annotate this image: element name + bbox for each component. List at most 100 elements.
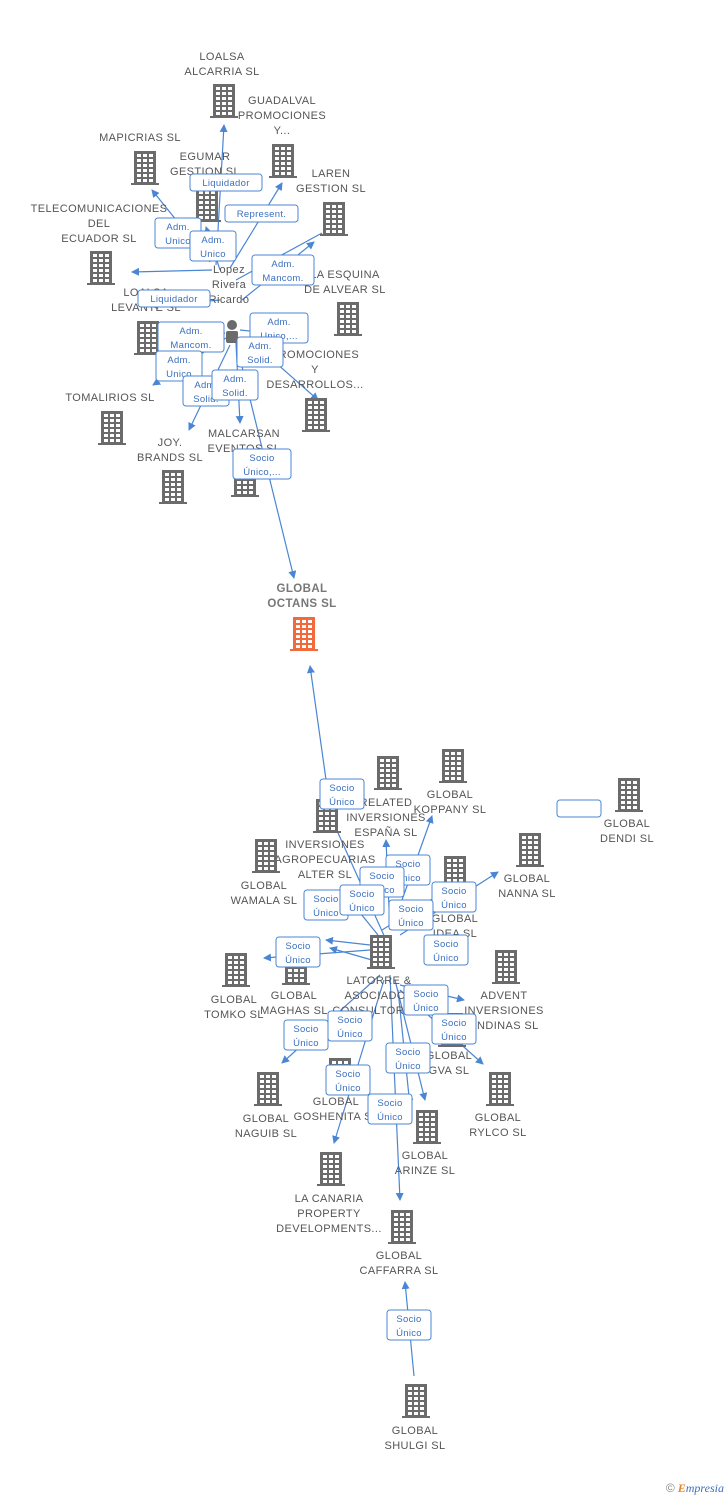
edge-label-text: Adm. (271, 259, 294, 270)
building-icon (134, 321, 162, 355)
edge-label-text: Único (329, 797, 355, 808)
node-label-line: GESTION SL (296, 183, 366, 195)
node-label-line: KOPPANY SL (414, 804, 487, 816)
edge-label-text: Socio (395, 859, 420, 870)
empresia-logo[interactable]: ©Empresia (665, 1481, 724, 1495)
edge-label-4[interactable]: Adm. Mancom. (251, 254, 315, 286)
edge-label-text: Adm. (194, 380, 217, 391)
building-icon (402, 1384, 430, 1418)
node-lacanaria[interactable]: LA CANARIAPROPERTYDEVELOPMENTS... (276, 1152, 382, 1235)
node-dendi[interactable]: GLOBAL DENDI SL (600, 778, 654, 845)
node-label-line: DENDI SL (600, 833, 654, 845)
node-label-line: AGROPECUARIAS (274, 854, 375, 866)
edge-label-6[interactable]: Adm.Mancom. (157, 321, 225, 353)
building-icon (252, 839, 280, 873)
edge-5 (131, 267, 213, 276)
edge-label-12[interactable]: SocioÚnico,... (232, 448, 292, 480)
edge-26 (332, 979, 385, 1144)
edge-label-8[interactable]: Adm.Solid. (236, 336, 284, 368)
edge-label-11[interactable]: Adm.Solid. (211, 369, 259, 401)
node-label-line: GLOBAL (241, 880, 287, 892)
edge-label-1[interactable]: Represent. (224, 204, 299, 223)
edge-27 (389, 974, 404, 1201)
node-tomalirios[interactable]: TOMALIRIOS SL (65, 392, 154, 445)
edge-label-text: Liquidador (202, 178, 249, 189)
node-label-line: TOMALIRIOS SL (65, 392, 154, 404)
edge-label-text: Socio (441, 1018, 466, 1029)
edge-24 (329, 946, 373, 961)
edge-label-5[interactable]: Liquidador (137, 289, 211, 308)
edge-label-3[interactable]: Adm.Unico (189, 230, 237, 262)
node-tomko[interactable]: GLOBAL TOMKO SL (204, 953, 264, 1021)
node-label-line: LA ESQUINA (310, 269, 380, 281)
building-icon (317, 1152, 345, 1186)
node-label-line: RELATED (360, 797, 413, 809)
edge-label-text: Mancom. (262, 273, 303, 284)
node-label-line: GLOBAL (211, 994, 257, 1006)
node-label-line: TOMKO SL (204, 1009, 264, 1021)
edge-label-0[interactable]: Liquidador (189, 173, 263, 192)
node-promociones[interactable]: PROMOCIONESYDESARROLLOS... (266, 349, 363, 432)
node-guadalval[interactable]: GUADALVALPROMOCIONESY... (238, 95, 326, 178)
edge-22 (325, 936, 371, 946)
node-label-line: LA CANARIA (295, 1193, 364, 1205)
node-label-line: DEL (88, 218, 111, 230)
building-icon (374, 756, 402, 790)
node-label-line: ANDINAS SL (469, 1020, 538, 1032)
person-icon (226, 320, 238, 343)
edge-label-text: Adm. (167, 355, 190, 366)
edge-label-text: Único (441, 900, 467, 911)
node-label-line: GLOBAL (271, 990, 317, 1002)
node-label-line: GLOBAL (402, 1150, 448, 1162)
building-icon (254, 1072, 282, 1106)
node-label-line: GLOBAL (604, 818, 650, 830)
edge-label-text: Socio (293, 1024, 318, 1035)
edge-label-text: Socio (413, 989, 438, 1000)
node-label-line: EGUMAR (180, 151, 231, 163)
edge-label-9[interactable]: Adm.Unico (155, 350, 203, 382)
node-label-line: GLOBAL (475, 1112, 521, 1124)
edge-3 (229, 182, 283, 269)
node-mapicrias[interactable]: MAPICRIAS SL (99, 132, 181, 185)
building-icon (486, 1072, 514, 1106)
edge-label-30[interactable] (556, 799, 602, 818)
node-joy[interactable]: JOY.BRANDS SL (137, 437, 203, 504)
node-label-line: DEVELOPMENTS... (276, 1223, 382, 1235)
edge-label-text: Mancom. (170, 340, 211, 351)
edge-label-text: Único (313, 908, 339, 919)
edge-label-text: Único (349, 903, 375, 914)
node-label-line: GVA SL (429, 1065, 470, 1077)
node-label-line: NAGUIB SL (235, 1128, 297, 1140)
